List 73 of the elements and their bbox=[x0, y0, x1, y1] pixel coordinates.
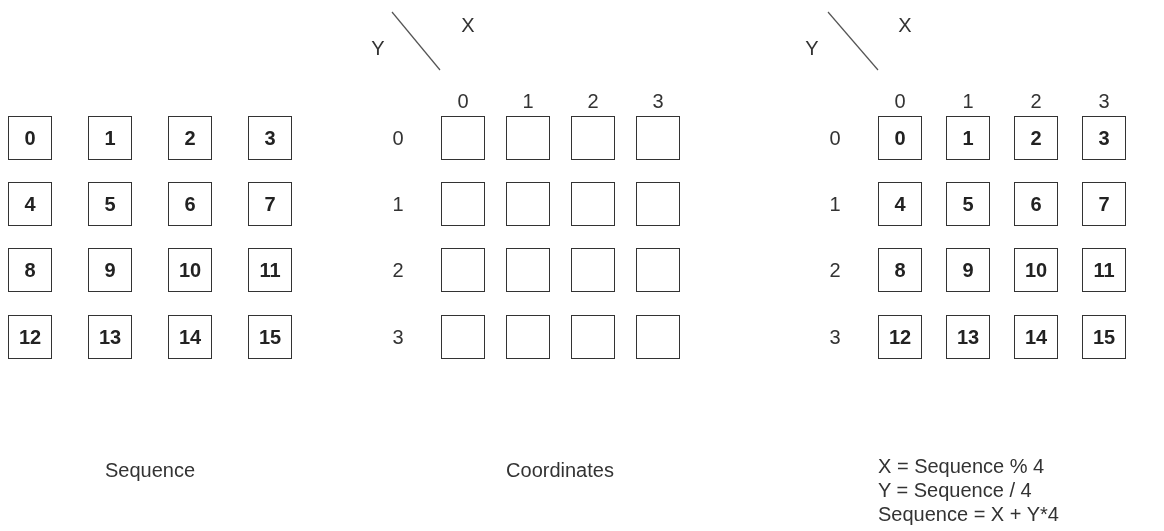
empty-box bbox=[506, 248, 550, 292]
empty-box bbox=[571, 248, 615, 292]
empty-box bbox=[441, 315, 485, 359]
empty-box bbox=[571, 116, 615, 160]
number-box: 14 bbox=[1014, 315, 1058, 359]
axis-label: 1 bbox=[392, 192, 404, 216]
axis-label: 2 bbox=[587, 89, 599, 113]
number-box: 3 bbox=[1082, 116, 1126, 160]
axis-label: 2 bbox=[1030, 89, 1042, 113]
number-box: 7 bbox=[1082, 182, 1126, 226]
number-box: 4 bbox=[878, 182, 922, 226]
axis-label: Y bbox=[805, 36, 819, 60]
number-box: 0 bbox=[8, 116, 52, 160]
empty-box bbox=[506, 116, 550, 160]
empty-box bbox=[441, 248, 485, 292]
empty-box bbox=[636, 116, 680, 160]
axis-label: 3 bbox=[1098, 89, 1110, 113]
formula: Sequence = X + Y*4 bbox=[878, 502, 1059, 526]
number-box: 11 bbox=[1082, 248, 1126, 292]
axis-label: 0 bbox=[457, 89, 469, 113]
number-box: 9 bbox=[88, 248, 132, 292]
axis-label: 1 bbox=[522, 89, 534, 113]
empty-box bbox=[441, 116, 485, 160]
number-box: 8 bbox=[878, 248, 922, 292]
axis-label: X bbox=[898, 13, 912, 37]
empty-box bbox=[636, 248, 680, 292]
number-box: 0 bbox=[878, 116, 922, 160]
number-box: 15 bbox=[1082, 315, 1126, 359]
number-box: 7 bbox=[248, 182, 292, 226]
axis-label: 0 bbox=[829, 126, 841, 150]
number-box: 14 bbox=[168, 315, 212, 359]
number-box: 2 bbox=[1014, 116, 1058, 160]
number-box: 5 bbox=[946, 182, 990, 226]
number-box: 4 bbox=[8, 182, 52, 226]
axis-label: 3 bbox=[829, 325, 841, 349]
number-box: 6 bbox=[168, 182, 212, 226]
axis-label: X bbox=[461, 13, 475, 37]
number-box: 1 bbox=[88, 116, 132, 160]
number-box: 10 bbox=[1014, 248, 1058, 292]
number-box: 10 bbox=[168, 248, 212, 292]
number-box: 6 bbox=[1014, 182, 1058, 226]
empty-box bbox=[441, 182, 485, 226]
axis-label: 2 bbox=[392, 258, 404, 282]
axis-label: 1 bbox=[962, 89, 974, 113]
axis-label: 1 bbox=[829, 192, 841, 216]
axis-label: Y bbox=[371, 36, 385, 60]
number-box: 13 bbox=[88, 315, 132, 359]
number-box: 15 bbox=[248, 315, 292, 359]
formula: Y = Sequence / 4 bbox=[878, 478, 1032, 502]
number-box: 2 bbox=[168, 116, 212, 160]
caption: Coordinates bbox=[506, 458, 614, 482]
empty-box bbox=[636, 182, 680, 226]
formula: X = Sequence % 4 bbox=[878, 454, 1045, 478]
axis-label: 3 bbox=[652, 89, 664, 113]
axis-label: 3 bbox=[392, 325, 404, 349]
number-box: 8 bbox=[8, 248, 52, 292]
number-box: 12 bbox=[8, 315, 52, 359]
number-box: 3 bbox=[248, 116, 292, 160]
number-box: 9 bbox=[946, 248, 990, 292]
axis-label: 2 bbox=[829, 258, 841, 282]
caption: Sequence bbox=[104, 458, 196, 482]
empty-box bbox=[506, 182, 550, 226]
number-box: 5 bbox=[88, 182, 132, 226]
empty-box bbox=[571, 182, 615, 226]
empty-box bbox=[571, 315, 615, 359]
number-box: 12 bbox=[878, 315, 922, 359]
empty-box bbox=[636, 315, 680, 359]
empty-box bbox=[506, 315, 550, 359]
axis-label: 0 bbox=[894, 89, 906, 113]
axis-label: 0 bbox=[392, 126, 404, 150]
number-box: 1 bbox=[946, 116, 990, 160]
number-box: 11 bbox=[248, 248, 292, 292]
number-box: 13 bbox=[946, 315, 990, 359]
